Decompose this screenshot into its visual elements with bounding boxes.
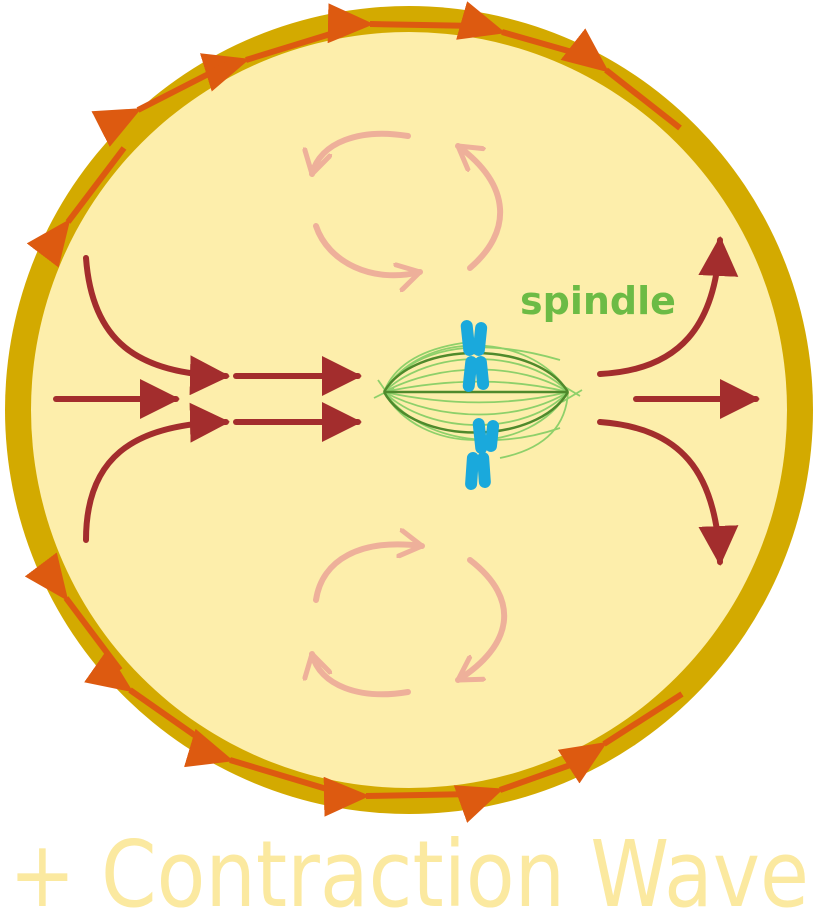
wave-arrow-icon — [26, 146, 127, 268]
flow-arrow-icon — [83, 402, 230, 543]
wave-arrow-icon — [199, 25, 351, 92]
wave-arrow-icon — [24, 552, 123, 672]
flow-arrow-icon — [597, 419, 739, 566]
wave-arrow-icon — [184, 728, 331, 793]
spindle-label: spindle — [520, 279, 676, 323]
flow-arrow-icon — [83, 255, 230, 396]
cortical-wave-arrows — [24, 1, 684, 823]
wave-arrow-icon — [327, 3, 479, 44]
flow-arrow-icon — [597, 236, 739, 377]
chromosome-icon — [465, 418, 500, 490]
recirculation-arrow-icon — [313, 223, 423, 275]
recirculation-arrow-icon — [455, 143, 504, 271]
recirculation-arrow-icon — [313, 544, 425, 603]
wave-arrow-icon — [557, 691, 684, 784]
recirculation-arrow-icon — [312, 130, 411, 177]
caption-contraction-wave: + Contraction Wave — [9, 821, 809, 915]
wave-arrow-icon — [560, 28, 682, 131]
recirculation-arrow-icon — [312, 651, 411, 698]
recirculation-arrow-icon — [455, 557, 508, 683]
wave-arrow-icon — [91, 61, 230, 147]
cytoplasmic-flow-arrows — [53, 236, 760, 566]
wave-arrow-icon — [323, 776, 475, 817]
wave-arrow-icon — [84, 649, 212, 749]
chromosome-icon — [460, 320, 490, 392]
recirculation-arrows — [312, 130, 508, 698]
